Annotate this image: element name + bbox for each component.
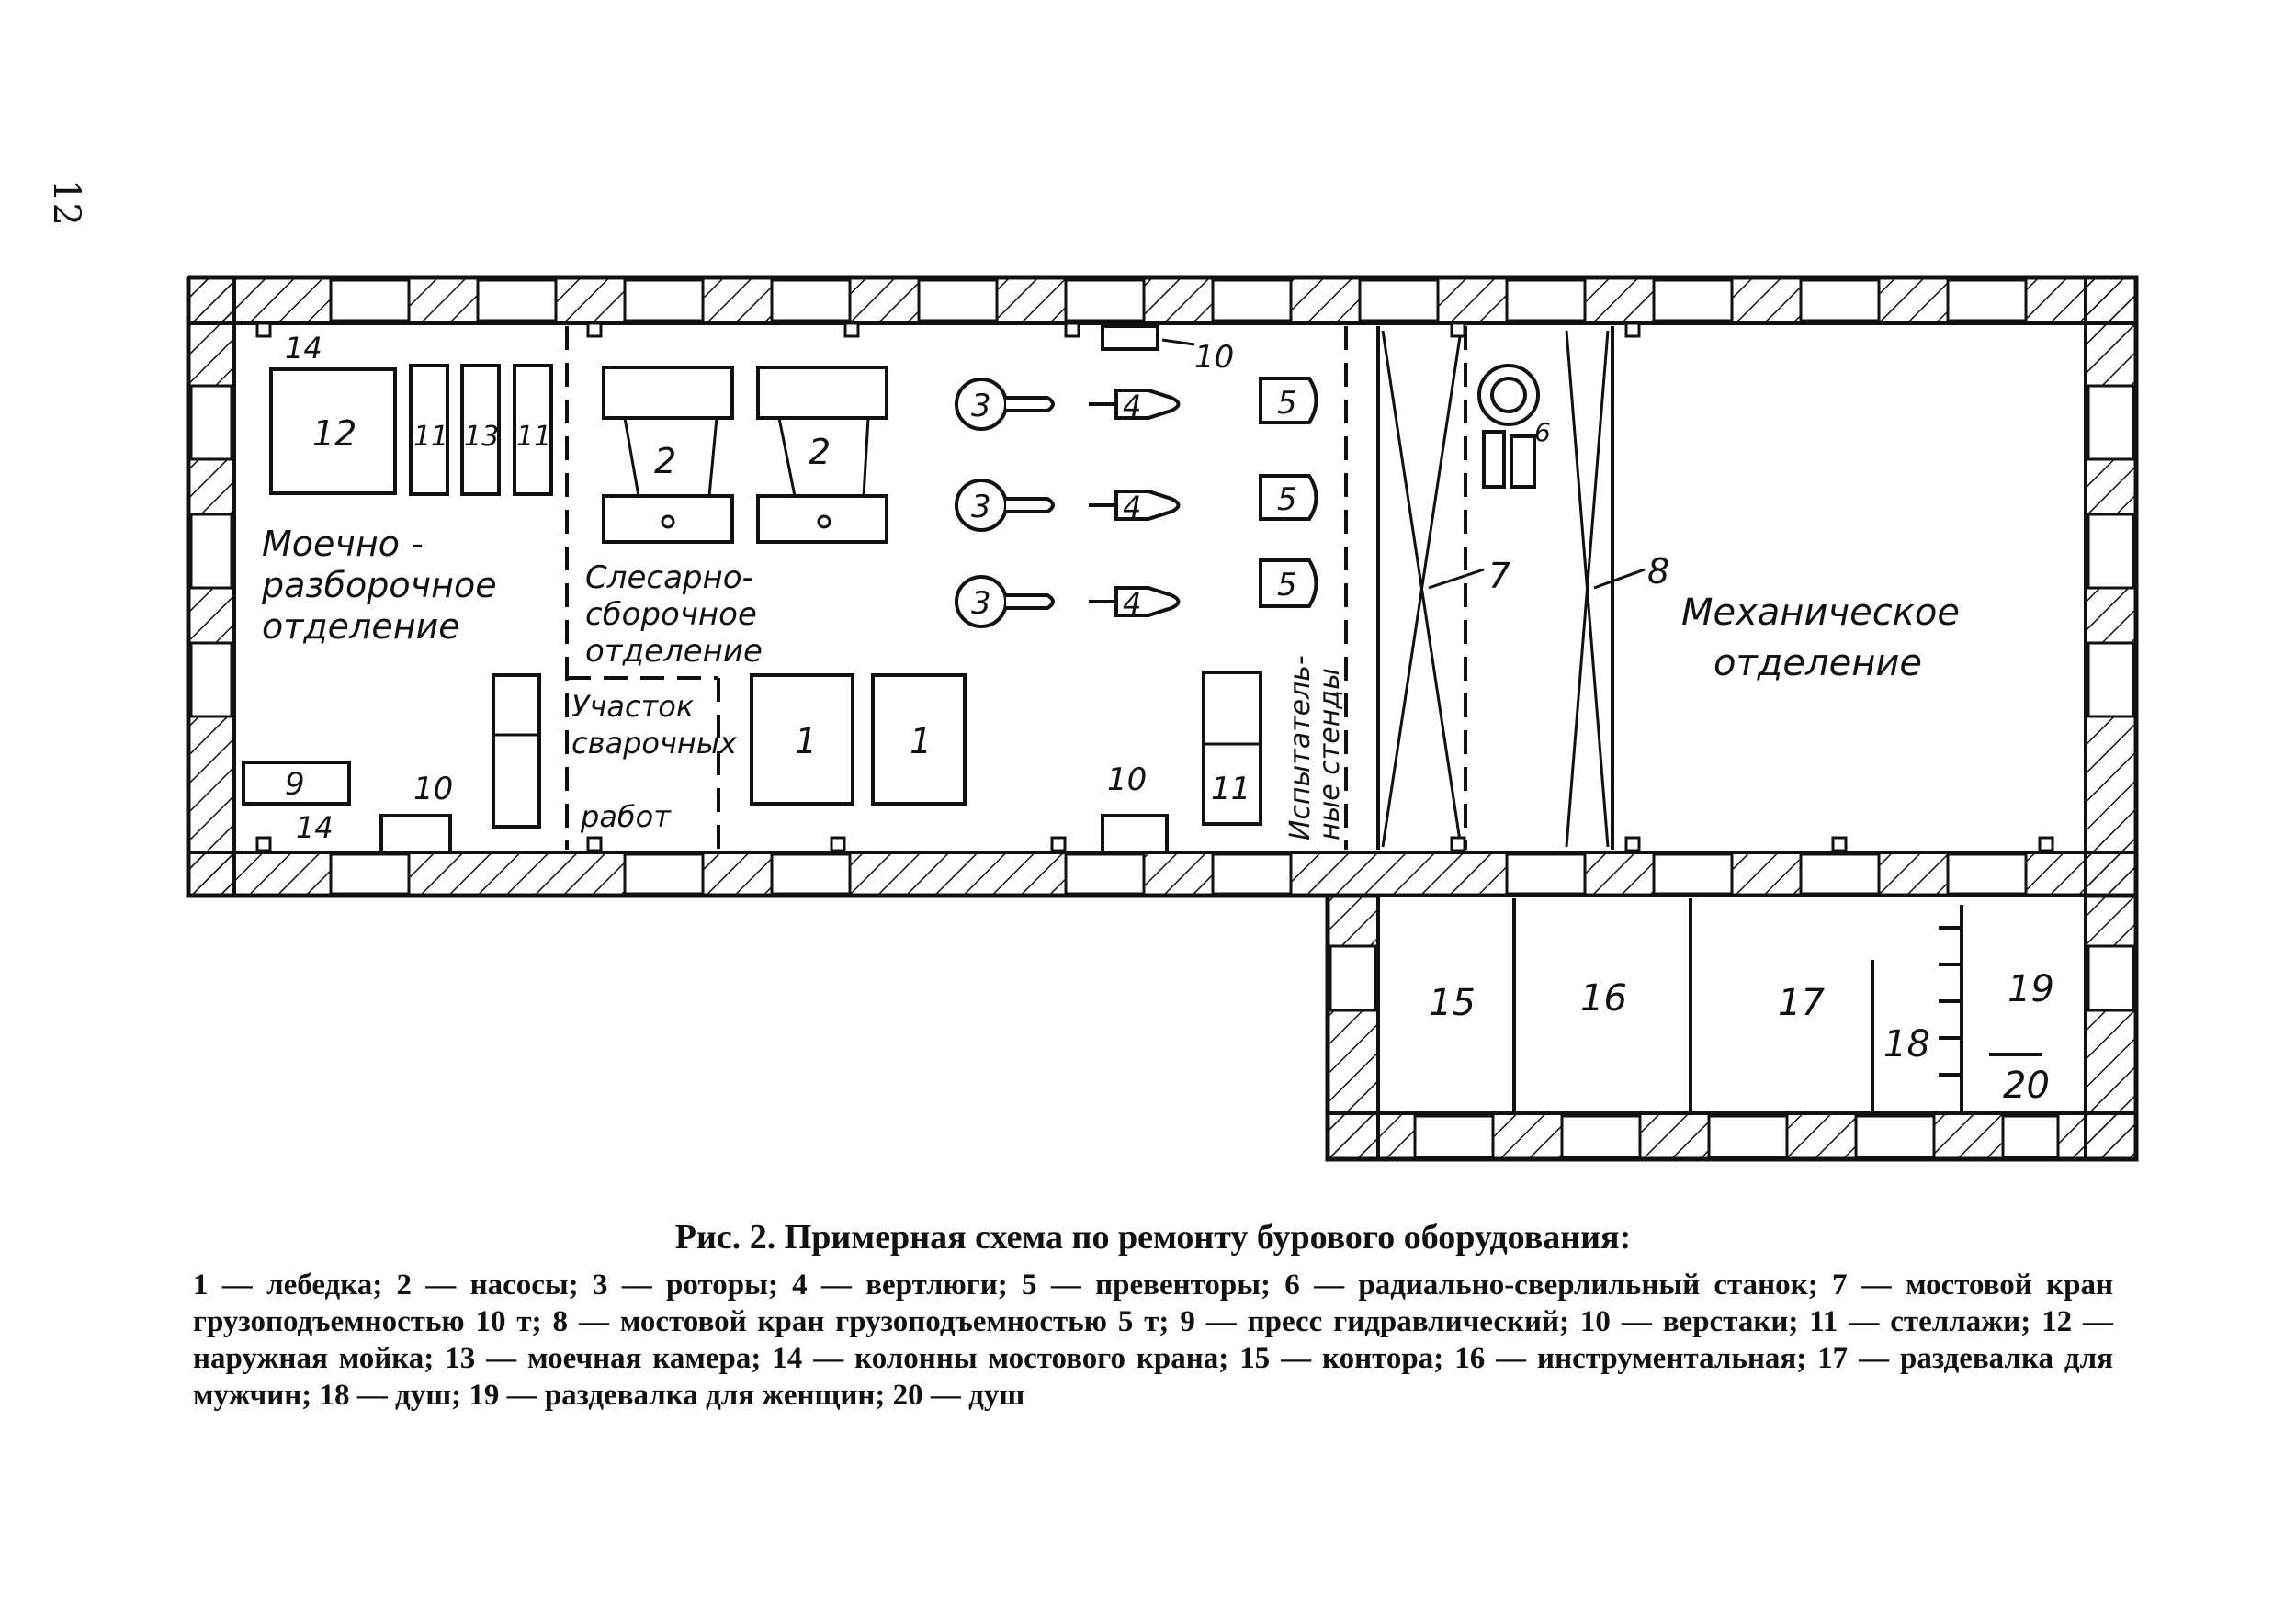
windows [189,278,2135,1159]
mark-13: 13 [464,421,499,453]
washing-room-label-1: Моечно - [262,524,424,564]
rotors [955,378,1055,628]
figure-caption: Рис. 2. Примерная схема по ремонту буров… [193,1217,2113,1414]
pump-2-b-motor [756,366,888,420]
room-18-ticks [1939,926,1962,1077]
crane-columns [255,321,2054,852]
assembly-room-label-2: сборочное [585,596,757,633]
welding-area-label-3: работ [580,799,672,834]
mark-8: 8 [1647,551,1669,592]
shelf-11-a [409,364,449,496]
caption-legend: 1 — лебедка; 2 — насосы; 3 — роторы; 4 —… [193,1268,2113,1412]
mechanical-room-label-2: отделение [1714,642,1922,684]
washing-chamber-13 [460,364,501,496]
leader-lines [1161,338,1646,590]
welding-area-label-1: Участок [571,689,695,724]
mark-6: 6 [1534,417,1551,447]
mark-14-top: 14 [285,331,322,366]
mark-12: 12 [312,413,356,454]
mark-3-a: 3 [971,388,991,424]
mark-11-d: 11 [1211,771,1250,807]
preventers [1259,377,1318,608]
pump-links [493,417,1261,746]
mark-1-b: 1 [910,721,932,761]
testing-stands-label-2: ные стенды [1314,668,1346,840]
mark-2-b: 2 [809,432,831,472]
mark-4-c: 4 [1123,586,1141,621]
mark-18: 18 [1883,1023,1930,1065]
mark-15: 15 [1429,982,1476,1024]
mark-2-a: 2 [654,441,676,481]
solid-partitions [1376,326,2042,1111]
equipment [242,324,1262,854]
mark-3-b: 3 [971,489,991,525]
shelf-11-c [492,673,541,829]
mark-4-a: 4 [1123,389,1141,423]
outdoor-washer-12 [269,367,397,495]
mark-5-a: 5 [1277,385,1297,422]
shelf-11-b [513,364,553,496]
drilling-machine [1477,364,1540,489]
mark-11-b: 11 [516,421,551,453]
mark-20: 20 [2003,1065,2050,1107]
assembly-room-label-1: Слесарно- [585,559,753,596]
washing-room-label-3: отделение [262,606,460,647]
mark-10-a: 10 [413,771,453,807]
mark-19: 19 [2008,968,2054,1010]
partitions [565,326,1467,850]
mark-10-c: 10 [1194,339,1234,376]
welding-area-label-2: сварочных [571,726,738,761]
pump-2-b-body [756,494,888,544]
mark-5-c: 5 [1277,567,1297,603]
mark-9: 9 [285,766,305,803]
mark-17: 17 [1778,982,1825,1024]
workbench-10-a [379,814,452,854]
mark-1-a: 1 [795,721,817,761]
mechanical-room-label-1: Механическое [1681,592,1960,634]
winch-1-a [750,673,854,806]
mark-7: 7 [1488,556,1510,596]
washing-room-label-2: разборочное [261,565,497,605]
swivels [1089,389,1181,617]
mark-11-a: 11 [413,421,448,453]
pump-2-a-motor [602,366,734,420]
testing-stands-label-1: Испытатель- [1284,655,1317,840]
mark-10-b: 10 [1107,761,1147,798]
mark-16: 16 [1580,977,1627,1020]
mark-5-b: 5 [1277,481,1297,518]
press-9 [242,761,351,806]
pump-2-a-body [602,494,734,544]
caption-title: Рис. 2. Примерная схема по ремонту буров… [674,1218,1632,1257]
shelf-11-d [1202,671,1262,826]
floor-plan: Моечно - разборочное отделение Слесарно-… [186,275,2139,1162]
workbench-10-b [1101,814,1169,854]
crane-8 [1565,330,1610,848]
mark-4-b: 4 [1123,490,1141,524]
assembly-room-label-3: отделение [585,633,763,670]
mark-14-bottom: 14 [296,810,334,845]
workbench-10-c [1101,324,1159,351]
mark-3-c: 3 [971,585,991,622]
crane-7 [1381,330,1463,848]
winch-1-b [871,673,967,806]
